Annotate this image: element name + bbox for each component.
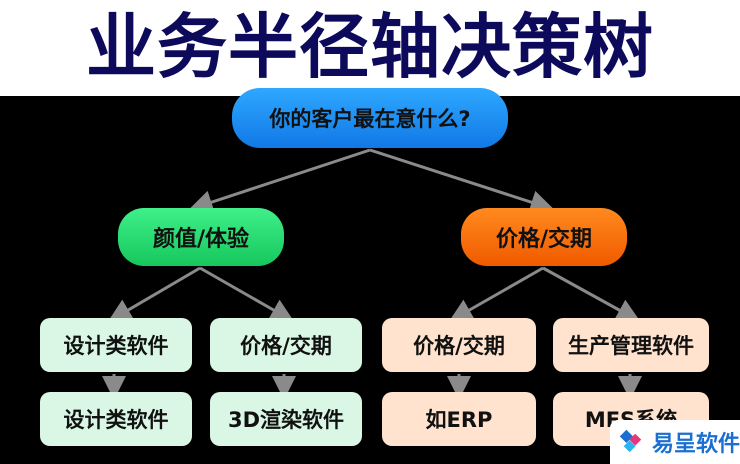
connector-right-b	[542, 266, 641, 322]
branch-right-label: 价格/交期	[495, 227, 593, 252]
root-question-node: 你的客户最在意什么?	[232, 88, 508, 148]
level3-node-2: 3D渲染软件	[210, 392, 362, 446]
level3-node-3: 如ERP	[382, 392, 536, 446]
branch-left-label: 颜值/体验	[152, 227, 250, 252]
connector-root-right	[369, 148, 555, 214]
root-question-label: 你的客户最在意什么?	[269, 107, 471, 131]
level2-label-3: 价格/交期	[413, 334, 505, 358]
level3-node-1: 设计类软件	[40, 392, 192, 446]
level3-label-1: 设计类软件	[63, 408, 169, 432]
level2-node-2: 价格/交期	[210, 318, 362, 372]
level2-label-4: 生产管理软件	[568, 334, 694, 358]
diamond-logo-icon	[619, 429, 642, 453]
connector-right-a	[448, 266, 544, 322]
connector-root-left	[188, 148, 371, 214]
title-band: 业务半径轴决策树	[0, 0, 740, 94]
level2-node-3: 价格/交期	[382, 318, 536, 372]
level2-label-1: 设计类软件	[63, 334, 169, 358]
branch-right-node: 价格/交期	[461, 208, 627, 266]
watermark: 易呈软件	[610, 420, 740, 464]
level2-node-1: 设计类软件	[40, 318, 192, 372]
level3-label-2: 3D渲染软件	[227, 408, 345, 432]
page-title: 业务半径轴决策树	[86, 6, 654, 88]
watermark-text: 易呈软件	[651, 432, 740, 457]
level2-label-2: 价格/交期	[240, 334, 332, 358]
level2-node-4: 生产管理软件	[553, 318, 709, 372]
level3-label-3: 如ERP	[425, 408, 493, 432]
connector-left-a	[107, 266, 201, 323]
branch-left-node: 颜值/体验	[118, 208, 284, 266]
connector-left-b	[199, 266, 295, 322]
